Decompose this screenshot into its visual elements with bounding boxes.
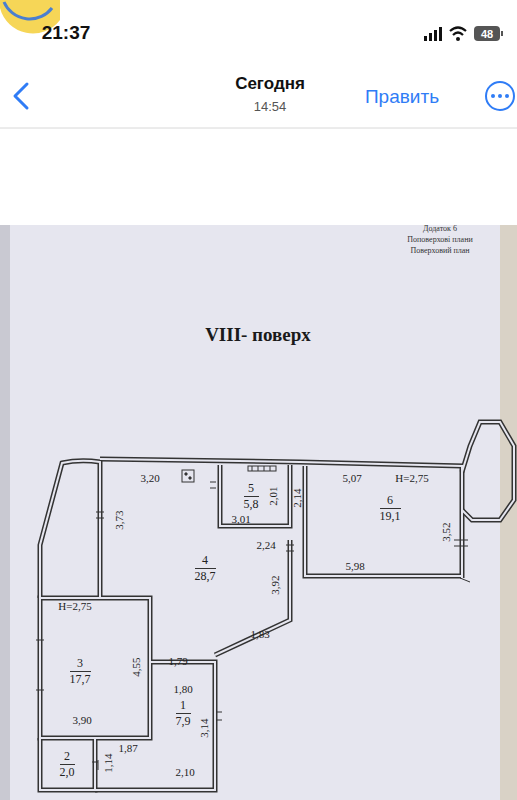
dimension: 3,90: [72, 714, 91, 726]
room-size: 2,0: [60, 765, 75, 780]
room-area: 428,7: [195, 553, 216, 584]
room-number: 6: [380, 493, 401, 509]
dimension: 1,80: [173, 683, 192, 695]
room-size: 28,7: [195, 569, 216, 584]
dimension: 4,55: [130, 657, 142, 676]
dimension: 3,14: [198, 718, 210, 737]
room-number: 5: [244, 481, 259, 497]
dimension: 2,24: [256, 539, 275, 551]
room-size: 19,1: [380, 509, 401, 524]
nav-subtitle: 14:54: [254, 100, 287, 114]
annex-note: Додаток 6: [423, 225, 457, 234]
ceiling-height: H=2,75: [58, 600, 91, 612]
dimension: 2,14: [291, 488, 303, 507]
battery-level: 48: [481, 28, 493, 40]
room-area: 17,9: [176, 698, 191, 729]
dimension: 1,83: [250, 628, 269, 640]
floor-title: VIII- поверх: [205, 324, 311, 346]
annex-note: Поповерхові плани: [407, 236, 472, 245]
dimension: 3,52: [440, 522, 452, 541]
room-area: 22,0: [60, 749, 75, 780]
annex-note: Поверховий план: [410, 247, 469, 256]
room-area: 55,8: [244, 481, 259, 512]
room-size: 17,7: [70, 672, 91, 687]
room-number: 2: [60, 749, 75, 765]
ceiling-height: H=2,75: [395, 472, 428, 484]
dimension: 3,73: [113, 510, 125, 529]
nav-title: Сегодня: [235, 75, 305, 94]
dimension: 1,14: [102, 753, 114, 772]
dimension: 5,07: [342, 472, 361, 484]
room-size: 7,9: [176, 714, 191, 729]
room-number: 3: [70, 656, 91, 672]
room-number: 1: [176, 698, 191, 714]
room-area: 619,1: [380, 493, 401, 524]
room-number: 4: [195, 553, 216, 569]
room-size: 5,8: [244, 497, 259, 512]
dimension: 3,92: [269, 575, 281, 594]
dimension: 5,98: [345, 560, 364, 572]
dimension: 2,10: [175, 766, 194, 778]
dimension: 2,01: [267, 486, 279, 505]
edit-button: Править: [365, 87, 439, 108]
room-area: 317,7: [70, 656, 91, 687]
dimension: 1,79: [168, 655, 187, 667]
dimension: 3,20: [140, 472, 159, 484]
status-time: 21:37: [42, 23, 91, 44]
dimension: 3,01: [231, 513, 250, 525]
dimension: 1,87: [118, 742, 137, 754]
